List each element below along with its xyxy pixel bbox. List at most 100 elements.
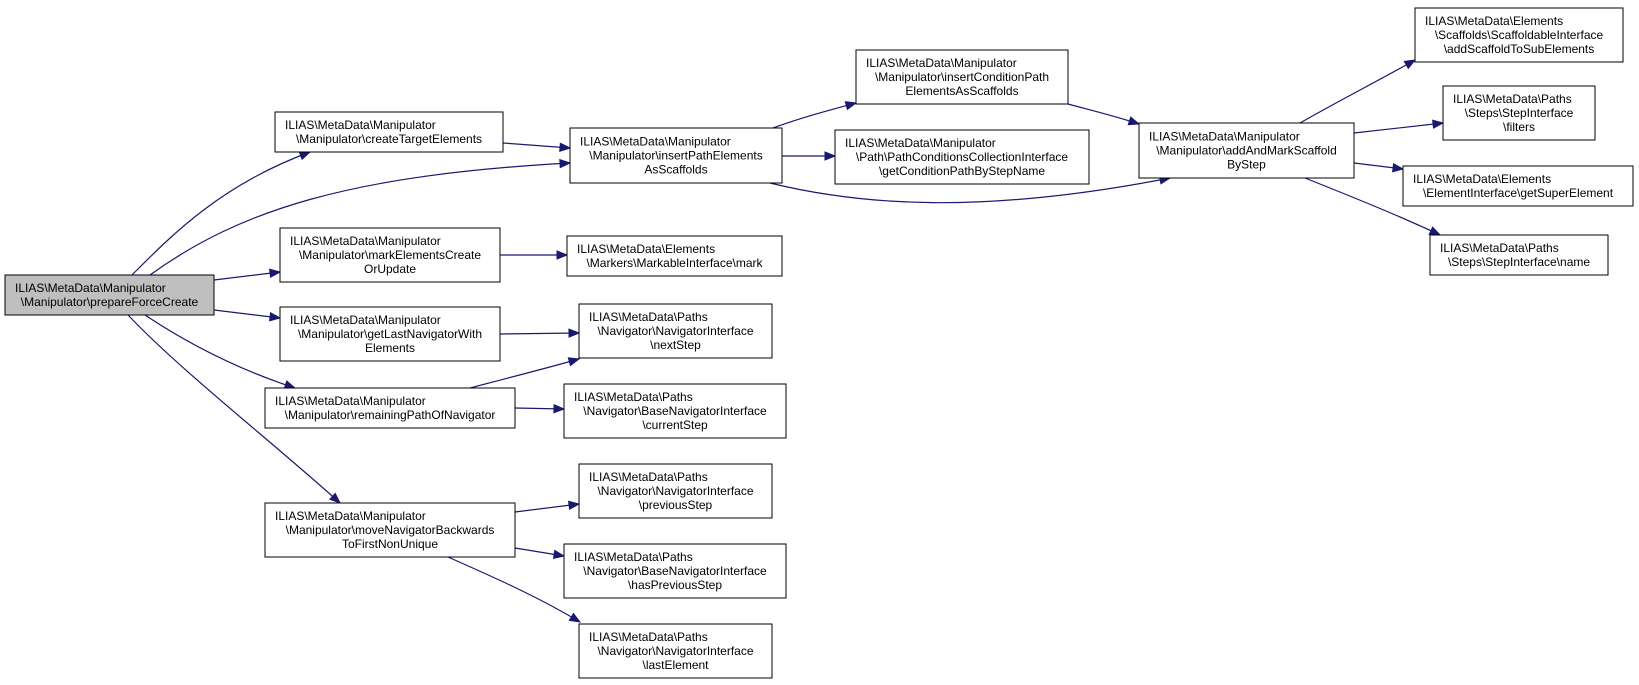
node-box xyxy=(264,387,516,429)
edge-line xyxy=(499,332,580,335)
node-label-line: ILIAS\MetaData\Paths xyxy=(574,550,693,564)
node-label-line: ILIAS\MetaData\Paths xyxy=(589,310,708,324)
node-label-line: \addScaffoldToSubElements xyxy=(1444,42,1595,56)
arrowhead xyxy=(556,250,569,260)
node-label-line: \Manipulator\createTargetElements xyxy=(296,132,482,146)
node-insertPath[interactable]: ILIAS\MetaData\Manipulator\Manipulator\i… xyxy=(569,127,783,184)
edge-line xyxy=(772,102,857,129)
node-box xyxy=(1402,165,1634,207)
node-lastElement[interactable]: ILIAS\MetaData\Paths\Navigator\Navigator… xyxy=(578,623,773,679)
edge-markCreate-to-mark xyxy=(500,250,569,260)
node-getSuper[interactable]: ILIAS\MetaData\Elements\ElementInterface… xyxy=(1402,165,1634,207)
edge-createTarget-to-insertPath xyxy=(502,142,572,152)
arrowhead xyxy=(559,142,572,152)
edge-line xyxy=(1067,103,1140,125)
node-box xyxy=(578,463,773,519)
node-addAndMark[interactable]: ILIAS\MetaData\Manipulator\Manipulator\a… xyxy=(1138,122,1355,179)
node-label-line: \Manipulator\markElementsCreate xyxy=(299,248,481,262)
node-label-line: OrUpdate xyxy=(364,262,416,276)
edge-moveBack-to-previousStep xyxy=(514,500,581,513)
edge-root-to-remainingPath xyxy=(144,314,297,390)
node-label-line: \Navigator\NavigatorInterface xyxy=(597,644,753,658)
node-label-line: ByStep xyxy=(1227,158,1266,172)
edge-line xyxy=(213,309,281,319)
arrowhead xyxy=(1403,59,1417,70)
edge-line xyxy=(469,358,580,389)
node-remainingPath[interactable]: ILIAS\MetaData\Manipulator\Manipulator\r… xyxy=(264,387,516,429)
node-label-line: ToFirstNonUnique xyxy=(342,537,438,551)
node-addScaffold[interactable]: ILIAS\MetaData\Elements\Scaffolds\Scaffo… xyxy=(1414,7,1624,63)
node-label-line: ILIAS\MetaData\Paths xyxy=(1440,241,1559,255)
arrowhead xyxy=(824,151,837,161)
node-label-line: ILIAS\MetaData\Manipulator xyxy=(1149,130,1300,144)
arrowhead xyxy=(552,549,566,559)
node-label-line: \Navigator\NavigatorInterface xyxy=(597,324,753,338)
edge-getLastNav-to-nextStep xyxy=(499,328,581,338)
arrowhead xyxy=(553,404,566,414)
edge-addAndMark-to-filters xyxy=(1353,119,1445,134)
node-createTarget[interactable]: ILIAS\MetaData\Manipulator\Manipulator\c… xyxy=(274,111,504,153)
edge-moveBack-to-hasPrevious xyxy=(514,547,566,559)
node-currentStep[interactable]: ILIAS\MetaData\Paths\Navigator\BaseNavig… xyxy=(563,383,787,439)
node-box xyxy=(834,129,1090,185)
edge-line xyxy=(769,177,1171,204)
node-markCreate[interactable]: ILIAS\MetaData\Manipulator\Manipulator\m… xyxy=(279,227,501,283)
edge-line xyxy=(144,314,296,389)
node-filters[interactable]: ILIAS\MetaData\Paths\Steps\StepInterface… xyxy=(1442,85,1596,141)
nodes-layer: ILIAS\MetaData\Manipulator \Manipulator\p… xyxy=(4,7,1634,679)
node-label-line: ILIAS\MetaData\Manipulator xyxy=(580,135,731,149)
edge-line xyxy=(1299,59,1416,124)
node-insertCondition[interactable]: ILIAS\MetaData\Manipulator\Manipulator\i… xyxy=(855,49,1069,105)
node-box xyxy=(1138,122,1355,179)
node-box xyxy=(4,274,215,316)
node-label-line: ILIAS\MetaData\Elements xyxy=(1425,14,1563,28)
node-label-line: \lastElement xyxy=(642,658,709,672)
arrowhead xyxy=(1432,119,1445,129)
node-mark[interactable]: ILIAS\MetaData\Elements\Markers\Markable… xyxy=(566,235,783,277)
node-label-line: \Manipulator\getLastNavigatorWith xyxy=(298,327,482,341)
arrowhead xyxy=(1392,163,1405,173)
arrowhead xyxy=(298,151,312,161)
node-getCondition[interactable]: ILIAS\MetaData\Manipulator\Path\PathCond… xyxy=(834,129,1090,185)
node-nextStep[interactable]: ILIAS\MetaData\Paths\Navigator\Navigator… xyxy=(578,303,773,359)
arrowhead xyxy=(844,101,858,111)
edge-line xyxy=(131,151,311,276)
edge-remainingPath-to-nextStep xyxy=(469,357,581,389)
node-label-line: \Steps\StepInterface\name xyxy=(1448,255,1590,269)
node-label-line: \getConditionPathByStepName xyxy=(879,164,1045,178)
node-moveBack[interactable]: ILIAS\MetaData\Manipulator\Manipulator\m… xyxy=(264,502,516,558)
edge-addAndMark-to-getSuper xyxy=(1353,162,1405,173)
edge-insertCondition-to-addAndMark xyxy=(1067,103,1141,126)
edge-addAndMark-to-addScaffold xyxy=(1299,59,1417,124)
node-name[interactable]: ILIAS\MetaData\Paths\Steps\StepInterface… xyxy=(1429,234,1609,276)
node-previousStep[interactable]: ILIAS\MetaData\Paths\Navigator\Navigator… xyxy=(578,463,773,519)
node-label-line: ElementsAsScaffolds xyxy=(905,84,1018,98)
node-label-line: \ElementInterface\getSuperElement xyxy=(1423,186,1614,200)
edge-remainingPath-to-currentStep xyxy=(514,404,566,414)
arrowhead xyxy=(568,328,581,338)
node-label-line: \hasPreviousStep xyxy=(628,578,722,592)
edge-root-to-moveBack xyxy=(127,314,342,504)
edge-line xyxy=(502,142,571,149)
arrowhead xyxy=(329,492,342,504)
node-box xyxy=(578,623,773,679)
node-root[interactable]: ILIAS\MetaData\Manipulator\Manipulator\p… xyxy=(4,274,215,316)
node-hasPrevious[interactable]: ILIAS\MetaData\Paths\Navigator\BaseNavig… xyxy=(563,543,787,599)
node-label-line: \Manipulator\prepareForceCreate xyxy=(21,295,199,309)
node-box xyxy=(1414,7,1624,63)
node-box xyxy=(1442,85,1596,141)
node-getLastNav[interactable]: ILIAS\MetaData\Manipulator\Manipulator\g… xyxy=(279,306,501,362)
node-box xyxy=(578,303,773,359)
edges-layer xyxy=(127,59,1445,623)
node-box xyxy=(563,543,787,599)
arrowhead xyxy=(283,380,297,390)
edge-line xyxy=(149,162,571,276)
node-label-line: \Manipulator\remainingPathOfNavigator xyxy=(285,408,496,422)
arrowhead xyxy=(568,612,582,623)
arrowhead xyxy=(269,268,282,278)
node-label-line: ILIAS\MetaData\Manipulator xyxy=(845,136,996,150)
node-label-line: ILIAS\MetaData\Paths xyxy=(1453,92,1572,106)
node-box xyxy=(279,306,501,362)
node-box xyxy=(855,49,1069,105)
